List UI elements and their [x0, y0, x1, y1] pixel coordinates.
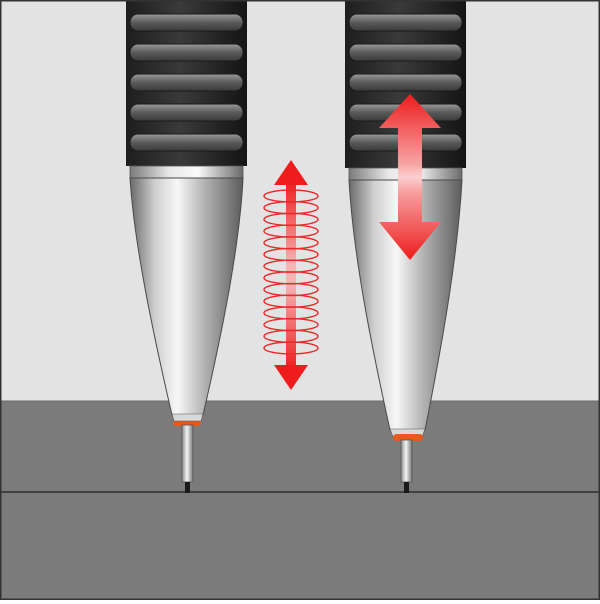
- right-pencil-grip-ridge: [348, 43, 463, 62]
- left-pencil-collar: [129, 165, 244, 179]
- bold-arrow-shape: [379, 94, 441, 260]
- spring-arrow-head-up: [274, 160, 308, 185]
- pencil-travel-arrow: [379, 94, 441, 260]
- spring-arrow-shaft: [286, 180, 296, 370]
- left-pencil-sleeve: [181, 424, 194, 483]
- spring-coil: [263, 189, 319, 355]
- left-pencil-grip-ridge: [129, 13, 244, 32]
- spring-coil-loop: [263, 341, 319, 355]
- right-pencil-lead: [404, 482, 409, 493]
- left-pencil-grip-ridge: [129, 43, 244, 62]
- spring-arrow-head-down: [274, 365, 308, 390]
- left-pencil: [126, 0, 247, 493]
- left-pencil-tip-base: [171, 413, 204, 422]
- right-pencil-tip-ring: [393, 434, 423, 441]
- left-pencil-grip-ridge: [129, 103, 244, 122]
- paper-surface: [0, 401, 600, 600]
- left-pencil-lead: [185, 482, 190, 493]
- left-pencil-tip-ring: [173, 420, 201, 426]
- left-pencil-grip-ridges: [129, 13, 244, 152]
- spring-travel-arrow: [263, 160, 319, 390]
- right-pencil-grip-ridge: [348, 73, 463, 92]
- right-pencil-sleeve: [400, 439, 413, 483]
- left-pencil-grip-ridge: [129, 73, 244, 92]
- right-pencil-cone: [348, 179, 463, 431]
- left-pencil-grip-ridge: [129, 133, 244, 152]
- right-pencil-grip-ridge: [348, 13, 463, 32]
